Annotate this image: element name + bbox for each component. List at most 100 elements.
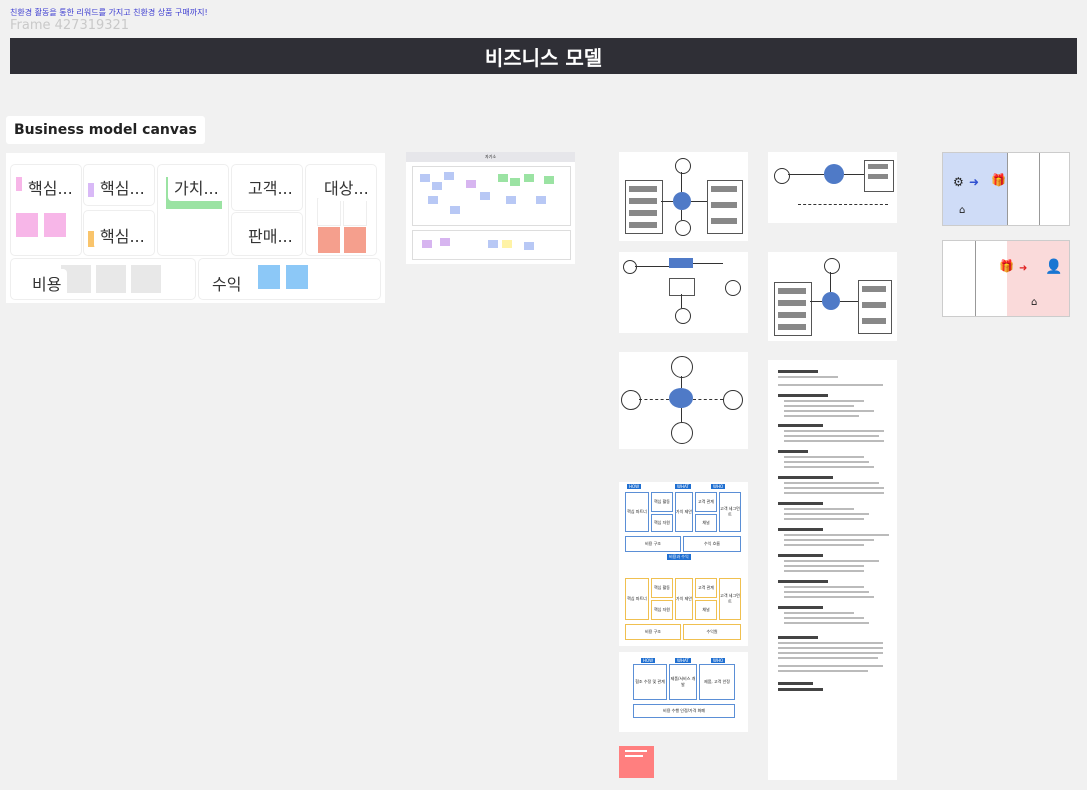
diagram-card[interactable] [619,252,748,333]
diagram-node [675,158,691,174]
sticky-note[interactable] [444,172,454,180]
sticky-note[interactable] [536,196,546,204]
diagram-edge [844,174,864,175]
diagram-node [671,356,693,378]
diagram-box [778,312,806,318]
gift-icon: 🎁 [999,259,1014,273]
sticky-note[interactable] [258,265,280,289]
bmc-cell: 제품/서비스 개발 [669,664,697,700]
canvas-panel[interactable]: 핵심... 핵심... 가치... 고객... 대상... 핵심... 판매..… [6,153,385,303]
diagram-box [669,258,693,268]
sticky-note[interactable] [286,265,308,289]
diagram-card[interactable] [768,152,897,223]
red-note-card[interactable] [619,746,654,778]
diagram-node [824,258,840,274]
bmc-cell: 채널 [695,514,717,532]
arrow-right-icon: ➜ [969,175,980,189]
sticky-note[interactable] [318,199,340,225]
section-label-text: Business model canvas [14,122,197,138]
diagram-box [711,218,737,224]
diagram-edge [840,301,858,302]
board-area [412,166,571,226]
tagline: 친환경 활동을 통한 리워드를 가지고 친환경 상품 구매까지! [10,8,208,17]
house-icon: ⌂ [959,205,966,216]
what-label: WHAT [675,484,691,489]
bmc-cell: 수익원 [683,624,741,640]
bmc-cell: 핵심 파트너 [625,492,649,532]
sticky-note[interactable] [422,240,432,248]
bmc-cell: 핵심 활동 [651,492,673,512]
diagram-edge [635,266,669,267]
sticky-note[interactable] [420,174,430,182]
sticky-note[interactable] [440,238,450,246]
bmc-cell: 가치 제안 [675,578,693,620]
diagram-box [778,300,806,306]
diagram-card[interactable] [619,352,748,449]
sticky-board[interactable]: 자기소 [406,152,575,264]
diagram-edge [798,204,888,205]
diagram-edge [788,174,824,175]
sticky-note[interactable] [432,182,442,190]
bmc-cell: 비용 구조 [625,624,681,640]
sticky-note[interactable] [544,176,554,184]
sticky-note[interactable] [16,213,38,237]
sticky-note[interactable] [96,265,126,293]
sticky-note[interactable] [510,178,520,186]
bmc-image-card[interactable]: ⚙ ➜ 🎁 ⌂ [942,152,1070,226]
sticky-note[interactable] [488,240,498,248]
diagram-card[interactable] [768,252,897,341]
block-label: 대상... [318,173,375,201]
diagram-edge [661,201,673,202]
bmc-block-card[interactable]: HOW WHAT WHO 핵심 파트너 핵심 활동 핵심 자원 가치 제안 고객… [619,482,748,586]
section-label[interactable]: Business model canvas [6,116,205,144]
bmc-image-card[interactable]: 🎁 ➜ 👤 ⌂ [942,240,1070,317]
sticky-note[interactable] [466,180,476,188]
diagram-edge [693,399,723,400]
block-label: 핵심... [22,173,79,201]
diagram-edge [681,172,682,192]
what-label: WHAT [675,658,691,663]
sticky-note[interactable] [318,227,340,253]
diagram-box [778,288,806,294]
diagram-card[interactable] [619,152,748,241]
diagram-node [723,390,743,410]
sticky-note[interactable] [524,242,534,250]
who-label: WHO [711,484,726,489]
sticky-note[interactable] [480,192,490,200]
bmc-cell: 고객 세그먼트 [719,578,741,620]
diagram-node [725,280,741,296]
diagram-edge [639,399,669,400]
diagram-edge [691,201,707,202]
bottom-label: 비용과 수익 [667,554,691,560]
bmc-block-card[interactable]: 핵심 파트너 핵심 활동 핵심 자원 가치 제안 고객 관계 채널 고객 세그먼… [619,574,748,646]
frame-name[interactable]: Frame 427319321 [10,18,130,33]
bmc-block-card[interactable]: HOW WHAT WHO 협조 수정 및 관계 제품/서비스 개발 제품, 고객… [619,652,748,732]
text-document[interactable] [768,360,897,780]
sticky-note[interactable] [450,206,460,214]
diagram-node [675,308,691,324]
house-icon: ⌂ [1031,297,1038,308]
block-label: 수익 [206,269,248,297]
sticky-note[interactable] [344,199,366,225]
bmc-cell: 핵심 활동 [651,578,673,598]
highlight-area [1007,241,1069,316]
bmc-cell: 고객 관계 [695,492,717,512]
bmc-cell: 핵심 자원 [651,514,673,532]
sticky-note[interactable] [498,174,508,182]
person-icon: 👤 [1045,259,1063,275]
sticky-note[interactable] [44,213,66,237]
block-label: 핵심... [94,173,151,201]
sticky-note[interactable] [506,196,516,204]
sticky-note[interactable] [131,265,161,293]
bmc-cell: 채널 [695,600,717,620]
sticky-note[interactable] [344,227,366,253]
sticky-note[interactable] [428,196,438,204]
bmc-cell: 고객 관계 [695,578,717,598]
diagram-edge [693,263,723,264]
sticky-note[interactable] [524,174,534,182]
diagram-box [669,278,695,296]
diagram-edge [810,301,822,302]
diagram-box [629,210,657,216]
gift-icon: 🎁 [991,173,1006,187]
sticky-note[interactable] [502,240,512,248]
